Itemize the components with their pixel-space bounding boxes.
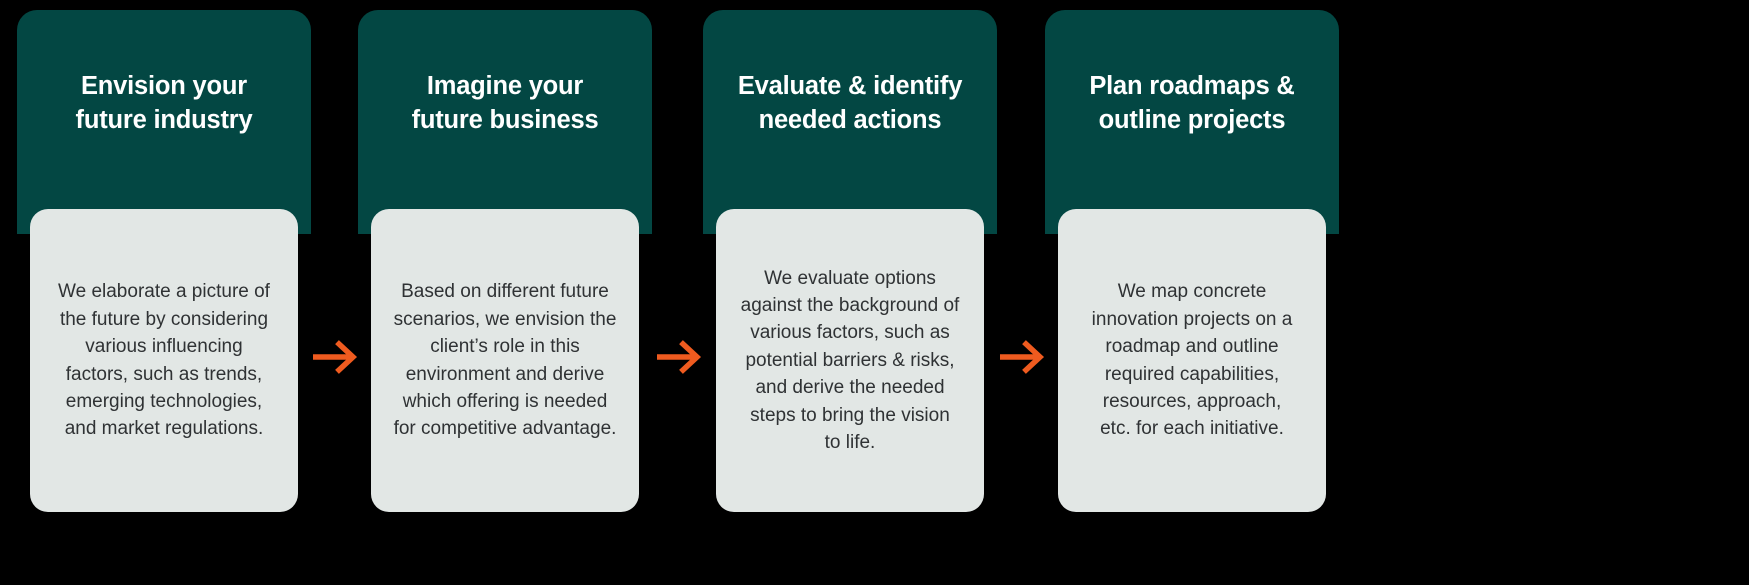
process-step-card-4[interactable]: Plan roadmaps & outline projects We map … <box>1045 10 1339 512</box>
step-description-3: We evaluate options against the backgrou… <box>740 267 960 453</box>
step-card-header-4: Plan roadmaps & outline projects <box>1045 10 1339 234</box>
step-title-1: Envision your future industry <box>75 72 253 134</box>
step-card-body-1: We elaborate a picture of the future by … <box>30 209 298 512</box>
step-title-3: Evaluate & identify needed actions <box>737 72 963 134</box>
arrow-right-icon <box>655 339 703 375</box>
arrow-right-icon <box>311 339 359 375</box>
step-card-header-1: Envision your future industry <box>17 10 311 234</box>
process-step-card-3[interactable]: Evaluate & identify needed actions We ev… <box>703 10 997 512</box>
step-title-2: Imagine your future business <box>411 72 599 134</box>
step-card-header-3: Evaluate & identify needed actions <box>703 10 997 234</box>
process-step-card-2[interactable]: Imagine your future business Based on di… <box>358 10 652 512</box>
step-title-4: Plan roadmaps & outline projects <box>1089 72 1295 134</box>
step-card-body-4: We map concrete innovation projects on a… <box>1058 209 1326 512</box>
step-card-header-2: Imagine your future business <box>358 10 652 234</box>
step-card-body-2: Based on different future scenarios, we … <box>371 209 639 512</box>
arrow-right-icon <box>998 339 1046 375</box>
step-description-4: We map concrete innovation projects on a… <box>1091 281 1293 440</box>
step-card-body-3: We evaluate options against the backgrou… <box>716 209 984 512</box>
step-description-2: Based on different future scenarios, we … <box>393 281 617 440</box>
process-step-card-1[interactable]: Envision your future industry We elabora… <box>17 10 311 512</box>
step-description-1: We elaborate a picture of the future by … <box>58 281 270 440</box>
